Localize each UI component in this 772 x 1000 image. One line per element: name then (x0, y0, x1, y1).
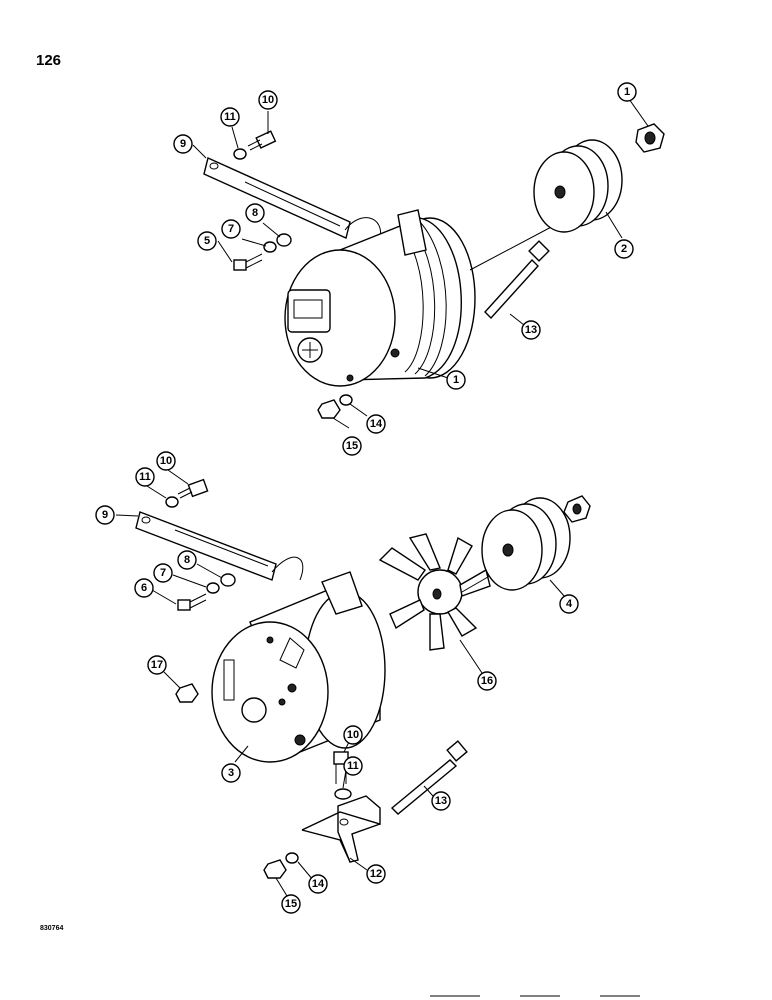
callout-lower-8-washer: 8 (184, 554, 190, 566)
callout-lower-11-washer: 11 (139, 471, 151, 483)
adjusting-bracket-lower (135, 511, 277, 581)
upper-alternator-assembly (203, 123, 665, 419)
washer-7-upper (263, 241, 277, 253)
callout-lower-9-bracket: 9 (102, 509, 108, 521)
nut-15-lower (263, 859, 287, 879)
fan-lower (378, 533, 491, 651)
callout-lower-16-fan: 16 (481, 675, 493, 687)
callout-upper-9-bracket: 9 (180, 138, 186, 150)
lower-callouts: 9 10 11 8 7 6 4 16 17 3 10 11 13 12 14 1… (95, 451, 579, 914)
washer-14-lower (285, 852, 299, 864)
callout-lower-4-pulley: 4 (566, 598, 573, 610)
washer-11-lower-mount (334, 788, 352, 800)
callout-lower-17-nut: 17 (151, 659, 163, 671)
washer-14-upper (339, 394, 353, 406)
callout-upper-15-nut: 15 (346, 440, 358, 452)
bolt-10-lower (177, 478, 209, 499)
callout-lower-11-mount-washer: 11 (347, 760, 359, 772)
callout-upper-13-bolt: 13 (525, 324, 537, 336)
callout-lower-10-bolt: 10 (160, 455, 172, 467)
callout-lower-6-bolt: 6 (141, 582, 147, 594)
washer-7-lower (206, 582, 220, 594)
washer-8-lower (220, 573, 236, 587)
callout-upper-2-pulley: 2 (621, 243, 627, 255)
callout-upper-8-washer: 8 (252, 207, 258, 219)
upper-callouts: 1 2 5 7 8 9 10 11 13 1 14 15 (173, 82, 649, 456)
pulley-lower (481, 497, 571, 591)
nut-17-lower (175, 683, 199, 703)
callout-upper-5-bolt: 5 (204, 235, 210, 247)
nut-1-upper (635, 123, 665, 153)
nut-15-upper (317, 399, 341, 419)
callout-upper-11-washer: 11 (224, 111, 236, 123)
alternator-upper (284, 209, 476, 387)
alternator-lower (211, 571, 386, 763)
callout-lower-13-bolt: 13 (435, 795, 447, 807)
callout-lower-7-washer: 7 (160, 567, 166, 579)
lower-alternator-assembly (135, 478, 591, 879)
callout-upper-1-nut: 1 (624, 86, 630, 98)
callout-upper-1-alternator: 1 (453, 374, 459, 386)
page-number: 126 (36, 52, 62, 69)
callout-lower-3-alternator: 3 (228, 767, 234, 779)
callout-lower-14-washer: 14 (312, 878, 325, 890)
callout-upper-7-washer: 7 (228, 223, 234, 235)
bolt-5-upper (233, 253, 263, 271)
callout-lower-15-nut: 15 (285, 898, 297, 910)
washer-11-lower (165, 496, 179, 508)
through-bolt-13-lower (390, 740, 468, 815)
callout-upper-10-bolt: 10 (262, 94, 274, 106)
washer-8-upper (276, 233, 292, 247)
callout-lower-10-mount-bolt: 10 (347, 729, 359, 741)
adjusting-bracket-upper (203, 157, 351, 239)
through-bolt-13-upper (484, 240, 550, 320)
washer-11-upper (233, 148, 247, 160)
mounting-bracket-12 (301, 795, 381, 863)
document-code: 830764 (40, 925, 64, 932)
callout-lower-12-bracket: 12 (370, 868, 382, 880)
bolt-10-upper (247, 130, 277, 151)
bolt-6-lower (177, 593, 207, 611)
pulley-nut-lower (563, 495, 591, 523)
callout-upper-14-washer: 14 (370, 418, 383, 430)
pulley-upper (533, 139, 623, 233)
